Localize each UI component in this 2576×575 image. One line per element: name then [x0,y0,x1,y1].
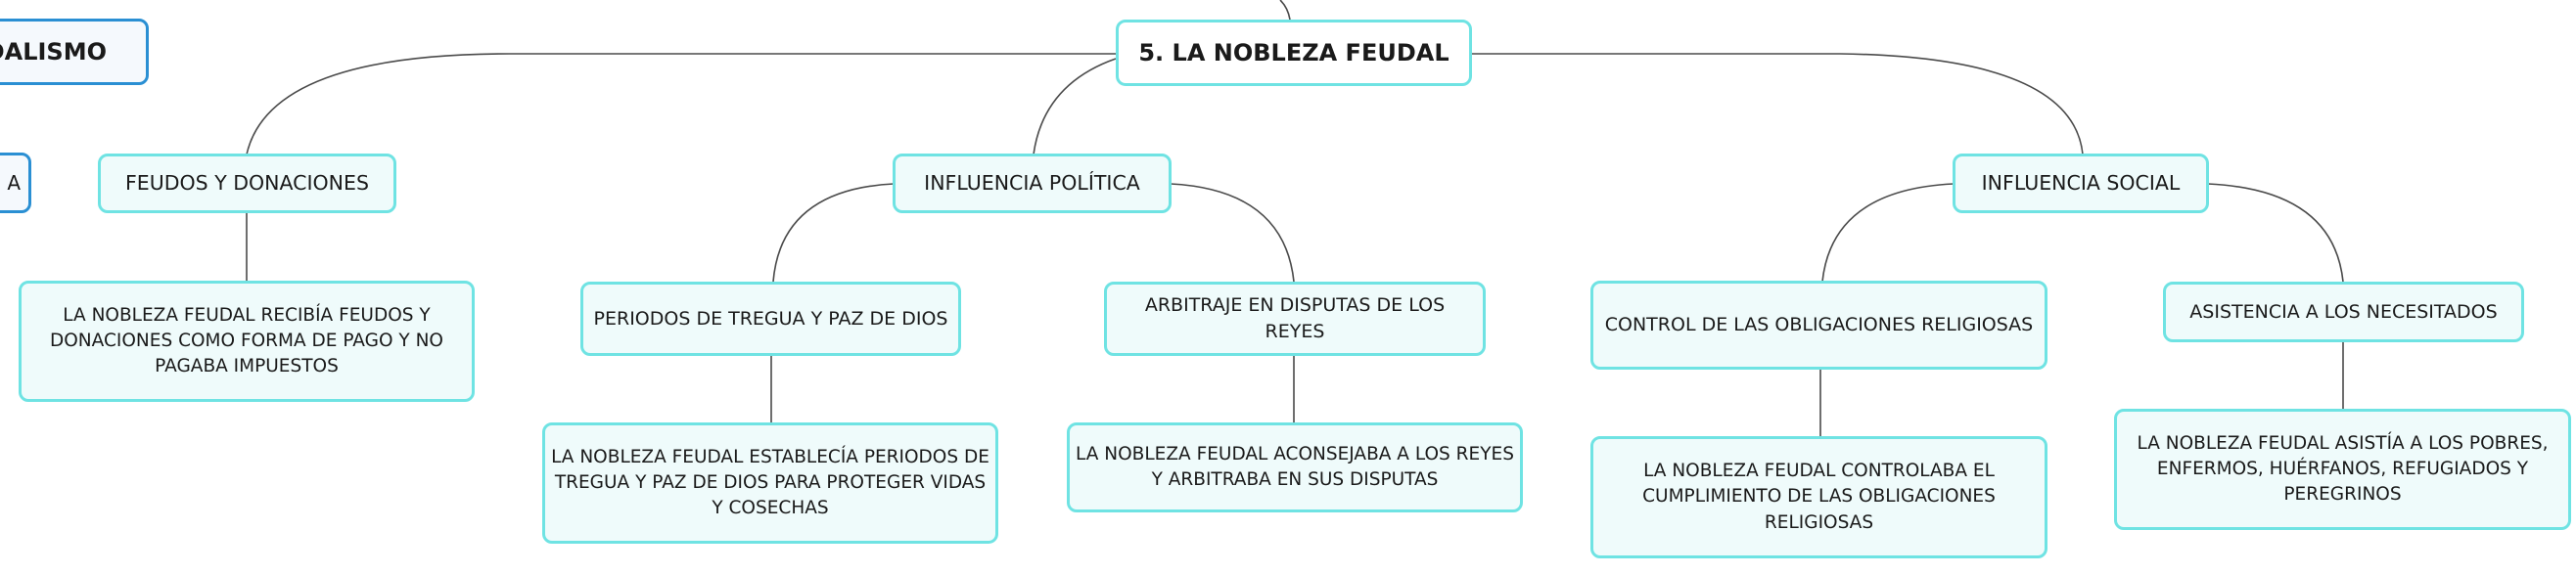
partial-main-title-label: DALISMO [0,37,107,66]
leaf-arbitraje-label: ARBITRAJE EN DISPUTAS DE LOS REYES [1144,294,1446,342]
partial-branch-label: A [7,170,21,195]
detail-control-node[interactable]: LA NOBLEZA FEUDAL CONTROLABA EL CUMPLIMI… [1590,436,2047,558]
partial-main-title-node[interactable]: DALISMO [0,19,149,85]
detail-asistencia-label: LA NOBLEZA FEUDAL ASISTÍA A LOS POBRES, … [2137,432,2549,506]
connector-politica-arbitraje [1170,183,1295,283]
leaf-tregua-paz-node[interactable]: PERIODOS DE TREGUA Y PAZ DE DIOS [580,282,961,356]
connector-social-asistencia [2207,183,2344,283]
branch-feudos-label: FEUDOS Y DONACIONES [125,170,369,195]
branch-influencia-politica[interactable]: INFLUENCIA POLÍTICA [893,154,1172,213]
leaf-arbitraje-node[interactable]: ARBITRAJE EN DISPUTAS DE LOS REYES [1104,282,1486,356]
connector-central-feudos [246,53,1116,155]
connector-central-politica [1033,58,1117,155]
detail-tregua-node[interactable]: LA NOBLEZA FEUDAL ESTABLECÍA PERIODOS DE… [542,422,998,544]
connector-central-social [1472,53,2084,155]
leaf-control-node[interactable]: CONTROL DE LAS OBLIGACIONES RELIGIOSAS [1590,281,2047,370]
central-topic-node[interactable]: 5. LA NOBLEZA FEUDAL [1116,20,1472,86]
branch-politica-label: INFLUENCIA POLÍTICA [924,170,1140,195]
leaf-control-label: CONTROL DE LAS OBLIGACIONES RELIGIOSAS [1604,314,2034,336]
leaf-asistencia-node[interactable]: ASISTENCIA A LOS NECESITADOS [2163,282,2524,342]
leaf-asistencia-label: ASISTENCIA A LOS NECESITADOS [2189,300,2498,323]
leaf-tregua-label: PERIODOS DE TREGUA Y PAZ DE DIOS [593,307,948,330]
detail-arbitraje-label: LA NOBLEZA FEUDAL ACONSEJABA A LOS REYES… [1076,443,1514,490]
connector-central-top [1279,0,1291,21]
detail-arbitraje-node[interactable]: LA NOBLEZA FEUDAL ACONSEJABA A LOS REYES… [1067,422,1523,512]
central-topic-label: 5. LA NOBLEZA FEUDAL [1138,38,1449,66]
connector-politica-tregua [772,183,895,283]
detail-feudos-label: LA NOBLEZA FEUDAL RECIBÍA FEUDOS Y DONAC… [50,304,443,377]
detail-tregua-label: LA NOBLEZA FEUDAL ESTABLECÍA PERIODOS DE… [551,446,989,519]
branch-influencia-social[interactable]: INFLUENCIA SOCIAL [1953,154,2209,213]
detail-feudos-node[interactable]: LA NOBLEZA FEUDAL RECIBÍA FEUDOS Y DONAC… [19,281,475,402]
branch-social-label: INFLUENCIA SOCIAL [1981,170,2181,195]
detail-asistencia-node[interactable]: LA NOBLEZA FEUDAL ASISTÍA A LOS POBRES, … [2114,409,2571,530]
connector-social-control [1821,183,1955,283]
branch-feudos-donaciones[interactable]: FEUDOS Y DONACIONES [98,154,396,213]
detail-control-label: LA NOBLEZA FEUDAL CONTROLABA EL CUMPLIMI… [1642,461,1996,533]
partial-branch-node[interactable]: A [0,153,31,213]
